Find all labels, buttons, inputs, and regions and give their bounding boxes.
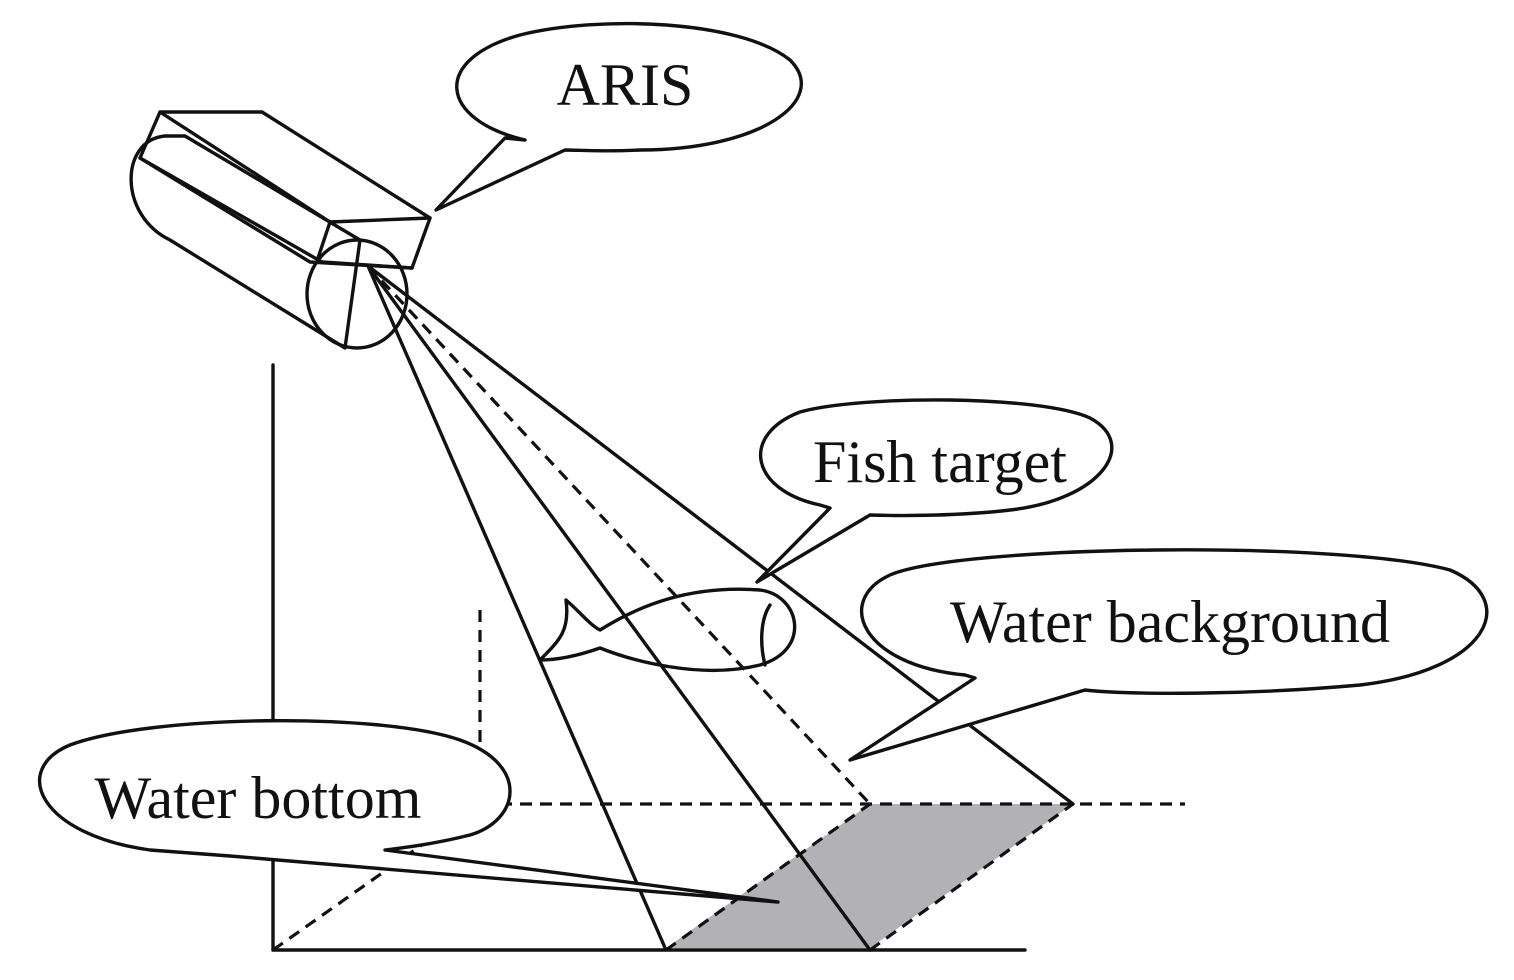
aris-callout: ARIS: [434, 21, 803, 212]
fish-target-callout: Fish target: [755, 398, 1114, 584]
right-bottom-diagonal-dashed: [869, 802, 1074, 952]
water-bottom-region: [666, 804, 1073, 948]
water-bottom-callout: Water bottom: [38, 718, 780, 904]
beam-line-center: [366, 264, 872, 952]
aris-label: ARIS: [557, 52, 694, 118]
aris-device-icon: [129, 110, 432, 350]
water-background-label: Water background: [950, 589, 1390, 655]
fish-target-label: Fish target: [813, 429, 1067, 495]
water-bottom-label: Water bottom: [95, 765, 422, 831]
beam-line-left: [366, 264, 668, 952]
fish-icon: [538, 587, 797, 673]
beam-line-dashed: [366, 264, 872, 806]
water-background-callout: Water background: [848, 548, 1489, 762]
mid-bottom-diagonal-dashed: [665, 802, 871, 952]
